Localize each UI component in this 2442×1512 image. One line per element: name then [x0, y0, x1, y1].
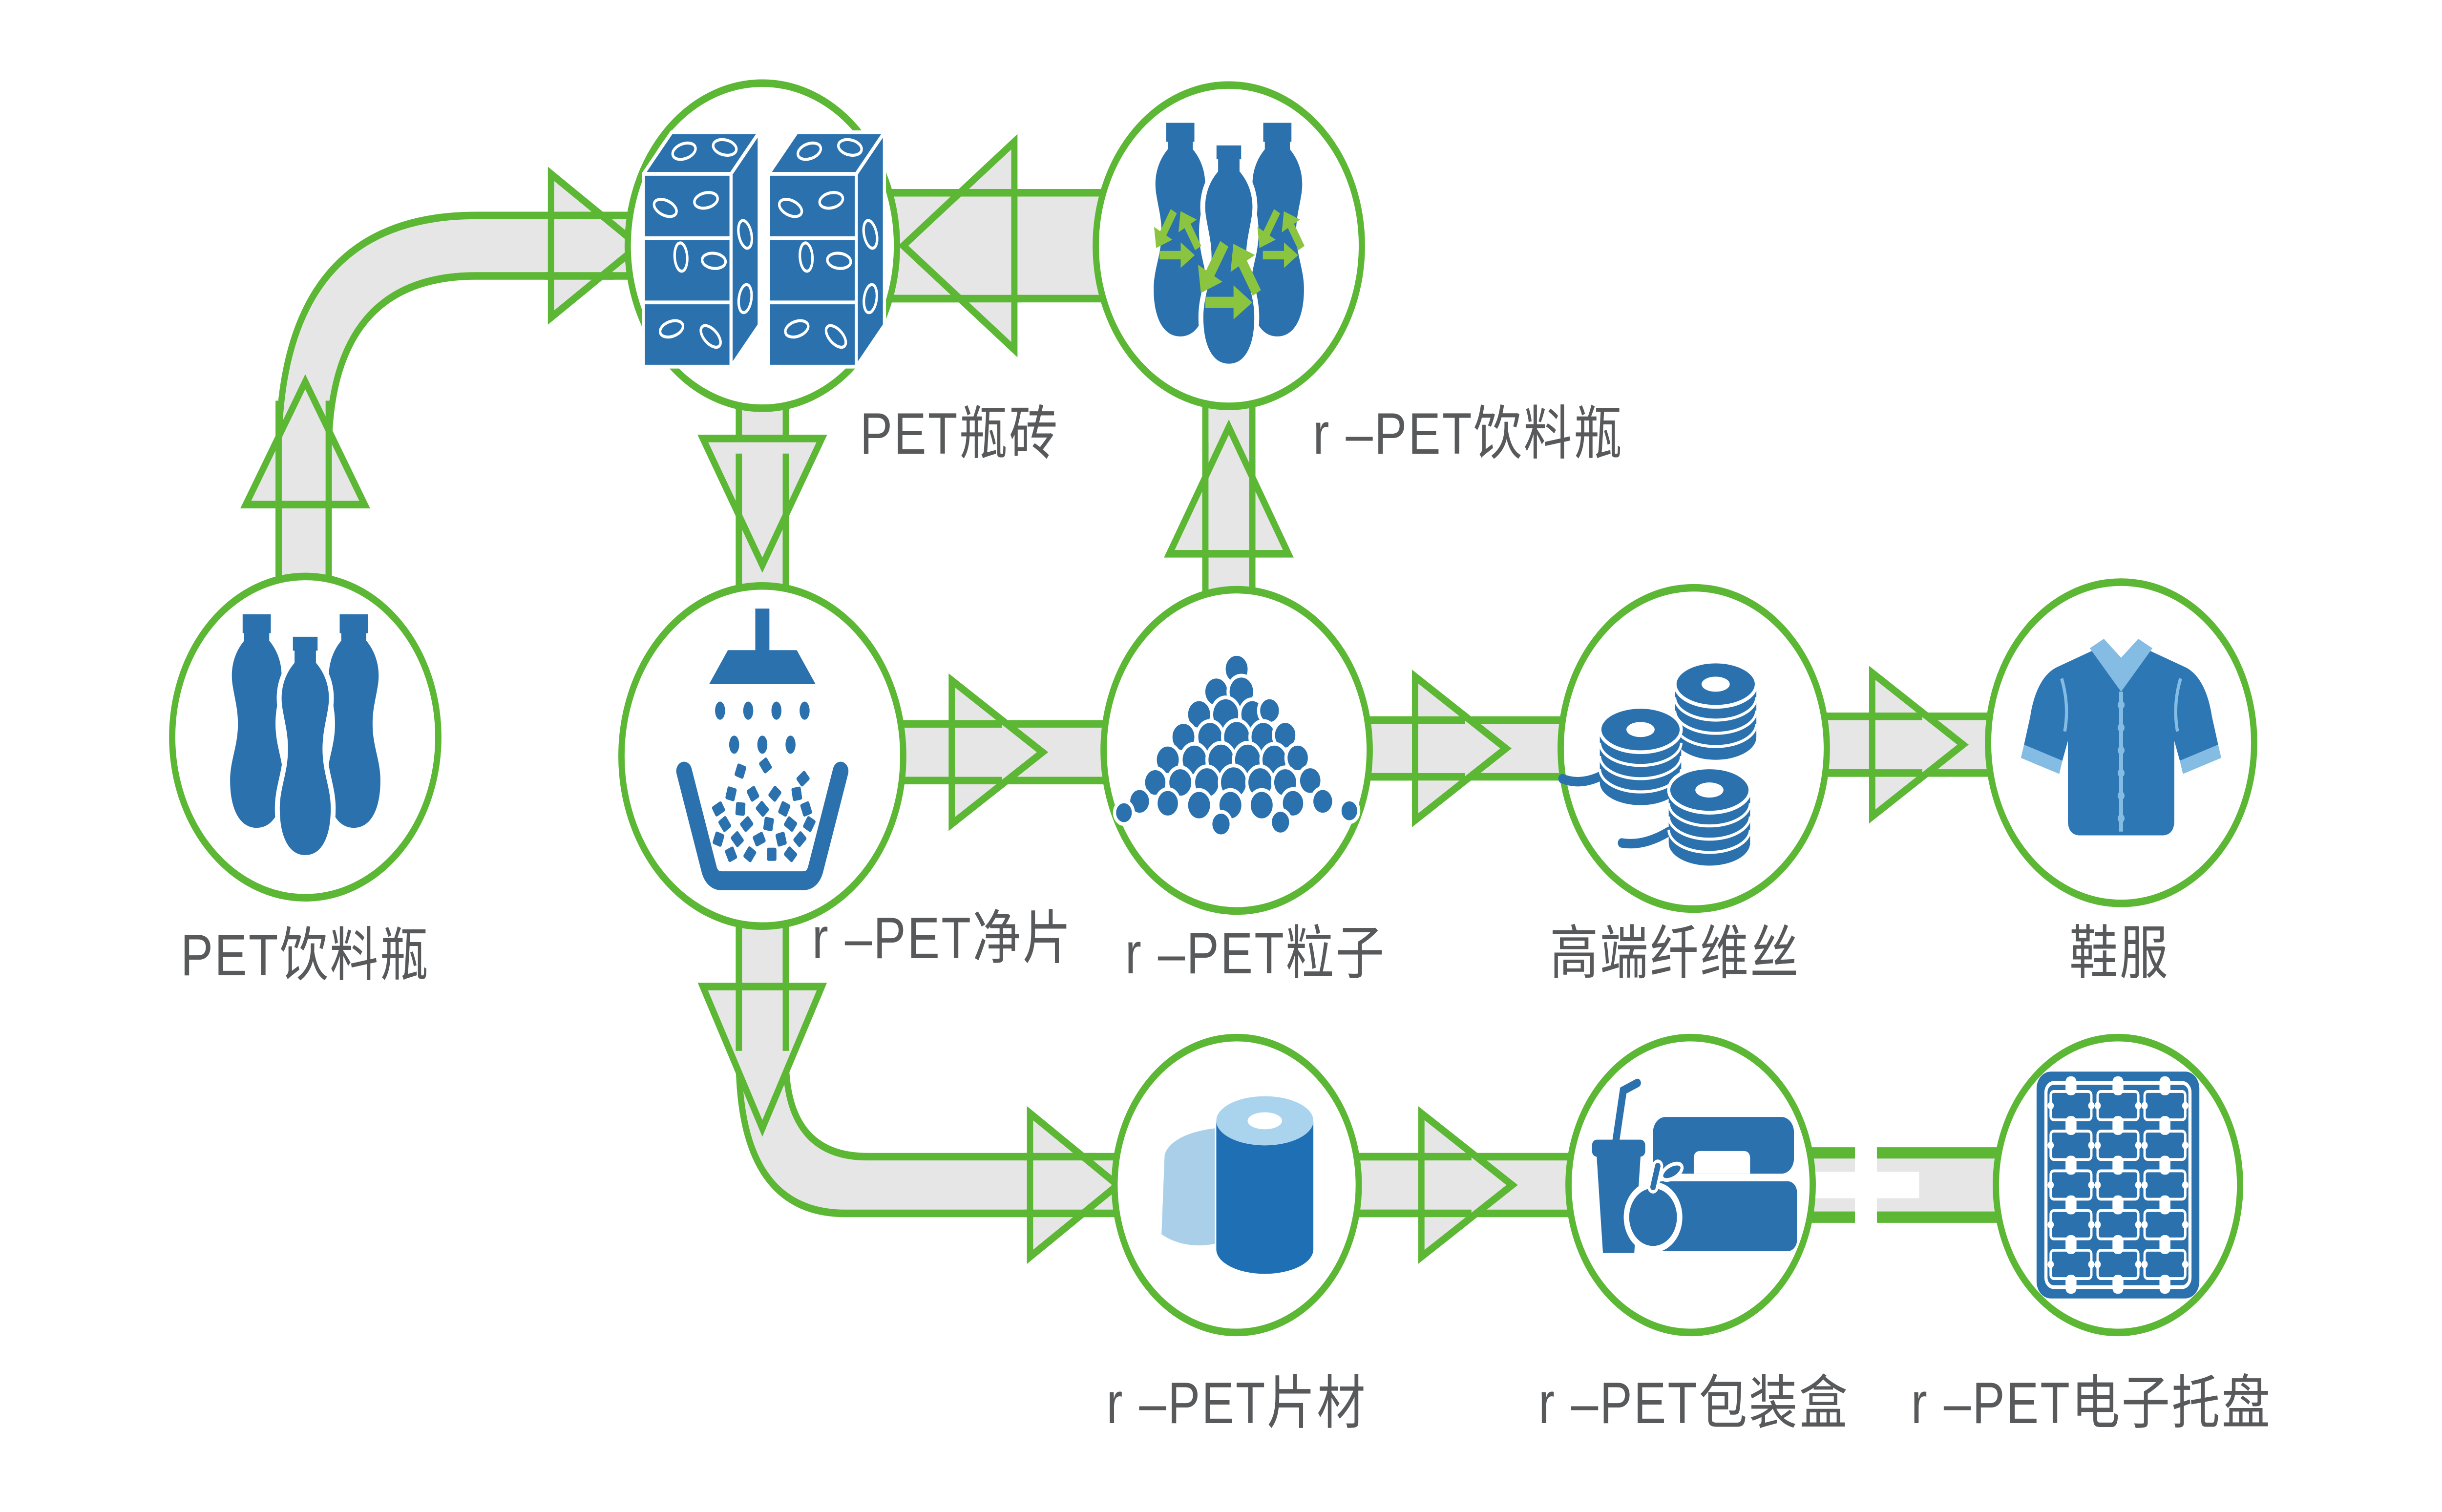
label-rpet-flakes: r –PET净片 [812, 905, 1073, 971]
arrow-rpet-bottles-to-bale [884, 134, 1109, 357]
label-rpet-pellets: r –PET粒子 [1125, 921, 1386, 986]
label-fiber: 高端纤维丝 [1550, 921, 1800, 986]
arrow-bale-to-flakes [697, 397, 827, 597]
fiber-spools-icon [1558, 662, 1756, 866]
arrow-pellets-to-fiber [1357, 670, 1574, 827]
pellets-pile-icon [1113, 652, 1361, 839]
label-apparel: 鞋服 [2069, 921, 2169, 986]
shirt-icon [2021, 639, 2222, 836]
rpet-bottles-recycle-icon [1147, 123, 1311, 367]
sheet-roll-icon [1161, 1096, 1314, 1274]
electronics-tray-icon [2036, 1071, 2200, 1299]
node-rpet-flakes [618, 582, 906, 930]
label-rpet-sheet: r –PET片材 [1106, 1370, 1367, 1436]
washing-flakes-icon [676, 609, 849, 890]
shirt-buttons [2117, 700, 2125, 823]
arrow-pellets-to-rpet-bottles [1164, 399, 1294, 601]
plus-icon [1812, 1120, 1919, 1250]
packaging-box-icon [1592, 1078, 1797, 1253]
flakes [712, 757, 816, 862]
label-rpet-tray: r –PET电子托盘 [1911, 1370, 2272, 1436]
arrow-flakes-to-sheet [697, 905, 1129, 1264]
pet-bottles-icon [230, 614, 380, 858]
arrow-flakes-to-pellets [890, 673, 1116, 831]
label-rpet-box: r –PET包装盒 [1538, 1370, 1849, 1436]
pet-bale-icon [642, 130, 886, 369]
bale-bottle-outlines [653, 138, 879, 349]
label-pet-bottles: PET饮料瓶 [181, 923, 430, 988]
label-rpet-bottles: r –PET饮料瓶 [1313, 401, 1623, 466]
connector-packaging-plus-tray [1803, 1120, 2005, 1250]
label-pet-bale: PET瓶砖 [860, 401, 1059, 466]
arrow-bottles-to-bale [240, 167, 648, 597]
arrow-fiber-to-apparel [1814, 666, 2001, 824]
water-drops [715, 701, 810, 754]
arrow-sheet-to-packaging [1346, 1106, 1581, 1264]
